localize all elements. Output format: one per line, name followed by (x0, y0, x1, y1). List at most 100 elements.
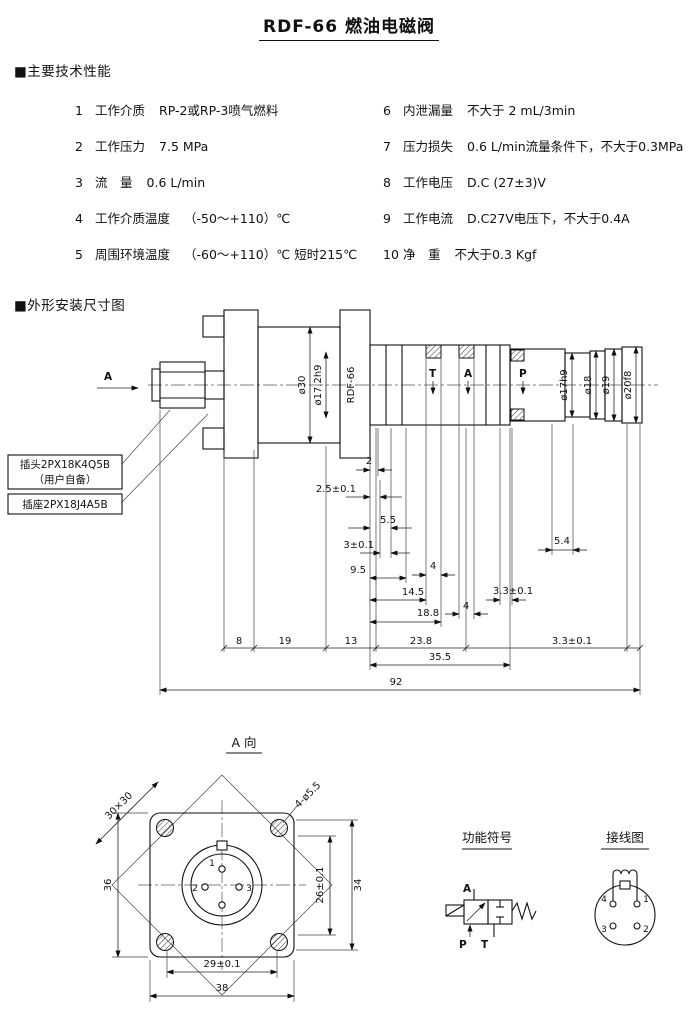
dia-30-label: ø30 (297, 376, 308, 395)
connector-inner-circle (190, 853, 254, 917)
spec-label: 工作压力 (95, 139, 146, 154)
dim-8: 8 (236, 636, 242, 647)
spec-number: 2 (75, 139, 83, 154)
wiring-pin (633, 900, 641, 908)
dia-172-label: ø17.2h9 (313, 364, 324, 405)
func-port-p: P (459, 939, 467, 951)
wiring-header: 接线图 (606, 830, 644, 845)
connector-pin (201, 883, 209, 891)
connector-pin (218, 865, 226, 873)
section-tech-header: ■主要技术性能 (14, 64, 112, 80)
dim-54: 5.4 (554, 536, 570, 547)
spec-item: 1 工作介质 RP-2或RP-3喷气燃料 (75, 100, 357, 118)
callout-socket: 插座2PX18J4A5B (22, 498, 107, 511)
spec-value: D.C (27±3)V (467, 175, 546, 190)
wiring-pin (633, 922, 641, 930)
port-boss-t (425, 344, 442, 359)
spec-item: 5 周围环境温度 （-60～+110）℃ 短时215℃ (75, 244, 358, 262)
port-boss-a (458, 344, 475, 359)
spec-number: 1 (75, 103, 83, 118)
spec-label: 工作介质 (95, 103, 146, 118)
spec-item: 3 流 量 0.6 L/min (75, 172, 357, 190)
func-port-t: T (481, 939, 489, 951)
mount-flange-1 (223, 309, 259, 459)
flange-square (149, 812, 295, 958)
dim-188: 18.8 (417, 608, 439, 619)
spec-column-left: 1 工作介质 RP-2或RP-3喷气燃料 2 工作压力 7.5 MPa 3 流 … (75, 100, 357, 280)
side-view-drawing: A T A P (7, 309, 658, 695)
dim-38: 38 (216, 983, 229, 994)
spec-value: （-60～+110）℃ 短时215℃ (184, 247, 358, 262)
dim-34: 34 (353, 879, 364, 892)
pin-2-label: 2 (192, 884, 198, 894)
wiring-pin (609, 922, 617, 930)
dia-19-label: ø19 (601, 376, 612, 395)
dim-33b: 3.3±0.1 (552, 636, 592, 647)
dim-13: 13 (345, 636, 358, 647)
spec-item: 9 工作电流 D.C27V电压下，不大于0.4A (383, 208, 683, 226)
spec-number: 7 (383, 139, 391, 154)
bolt-hole (270, 819, 288, 837)
pin-1-label: 1 (209, 859, 215, 869)
bolt-hole (156, 933, 174, 951)
port-t-label: T (429, 368, 437, 380)
diameter-dimensions: ø30 ø17.2h9 RDF-66 ø17h9 ø18 ø19 ø20f8 (297, 326, 639, 444)
connector-pin (235, 883, 243, 891)
seal-hatch-top (510, 349, 525, 362)
dim-355: 35.5 (429, 652, 451, 663)
wiring-pin-3: 3 (601, 925, 607, 935)
connector-pin (218, 901, 226, 909)
dim-92: 92 (390, 677, 403, 688)
spec-label: 流 量 (95, 175, 133, 190)
dim-holes: 4-ø5.5 (293, 780, 323, 810)
spec-number: 9 (383, 211, 391, 226)
spec-value: 0.6 L/min (146, 175, 206, 190)
wiring-pin-4: 4 (601, 895, 607, 905)
spec-item: 10 净 重 不大于0.3 Kgf (383, 244, 683, 262)
callout-plug-box (7, 454, 123, 490)
wiring-pin-2: 2 (643, 925, 649, 935)
spring-symbol (511, 901, 537, 921)
section-outline-header: ■外形安装尺寸图 (14, 298, 126, 314)
dim-29: 29±0.1 (203, 959, 240, 970)
spec-label: 压力损失 (403, 139, 454, 154)
callouts: 插头2PX18K4Q5B （用户自备） 插座2PX18J4A5B (7, 409, 209, 515)
wiring-pin (609, 900, 617, 908)
callout-plug-line1: 插头2PX18K4Q5B (20, 458, 110, 471)
a-view-drawing: A 向 1 2 3 30×30 4-ø5.5 36 (95, 735, 364, 1002)
spec-label: 工作电流 (403, 211, 454, 226)
a-view-header: A 向 (231, 735, 256, 750)
dia-20-label: ø20f8 (623, 371, 634, 400)
coil-symbol (612, 869, 638, 875)
dia-17-label: ø17h9 (559, 369, 570, 401)
spec-item: 2 工作压力 7.5 MPa (75, 136, 357, 154)
port-p-label: P (519, 368, 527, 380)
mount-screw-top (202, 315, 225, 338)
dim-19: 19 (279, 636, 292, 647)
dim-4a: 4 (430, 561, 436, 572)
bolt-hole (156, 819, 174, 837)
connector-key-notch (216, 840, 228, 851)
callout-plug-line2: （用户自备） (34, 473, 97, 486)
wiring-connector-circle (594, 884, 656, 946)
page-title: RDF-66 燃油电磁阀 (259, 12, 439, 41)
spec-label: 净 重 (403, 247, 441, 262)
spec-number: 5 (75, 247, 83, 262)
dim-55: 5.5 (380, 515, 396, 526)
dimension-annotations: 2 2.5±0.1 5.5 3±0.1 9.5 4 14.5 18.8 4 (159, 456, 644, 693)
solenoid-symbol (445, 904, 465, 917)
spec-number: 3 (75, 175, 83, 190)
seal-hatch-bottom (510, 408, 525, 421)
spec-number: 4 (75, 211, 83, 226)
spec-value: 不大于 2 mL/3min (467, 103, 576, 118)
pin-3-label: 3 (246, 884, 252, 894)
view-direction-label: A (104, 371, 113, 383)
spec-label: 工作介质温度 (95, 211, 171, 226)
dim-4b: 4 (463, 601, 469, 612)
spec-value: RP-2或RP-3喷气燃料 (159, 103, 279, 118)
dim-238: 23.8 (410, 636, 432, 647)
spec-value: D.C27V电压下，不大于0.4A (467, 211, 630, 226)
dim-26: 26±0.1 (315, 866, 326, 903)
wiring-diagram: 接线图 1 2 3 4 (594, 830, 656, 946)
